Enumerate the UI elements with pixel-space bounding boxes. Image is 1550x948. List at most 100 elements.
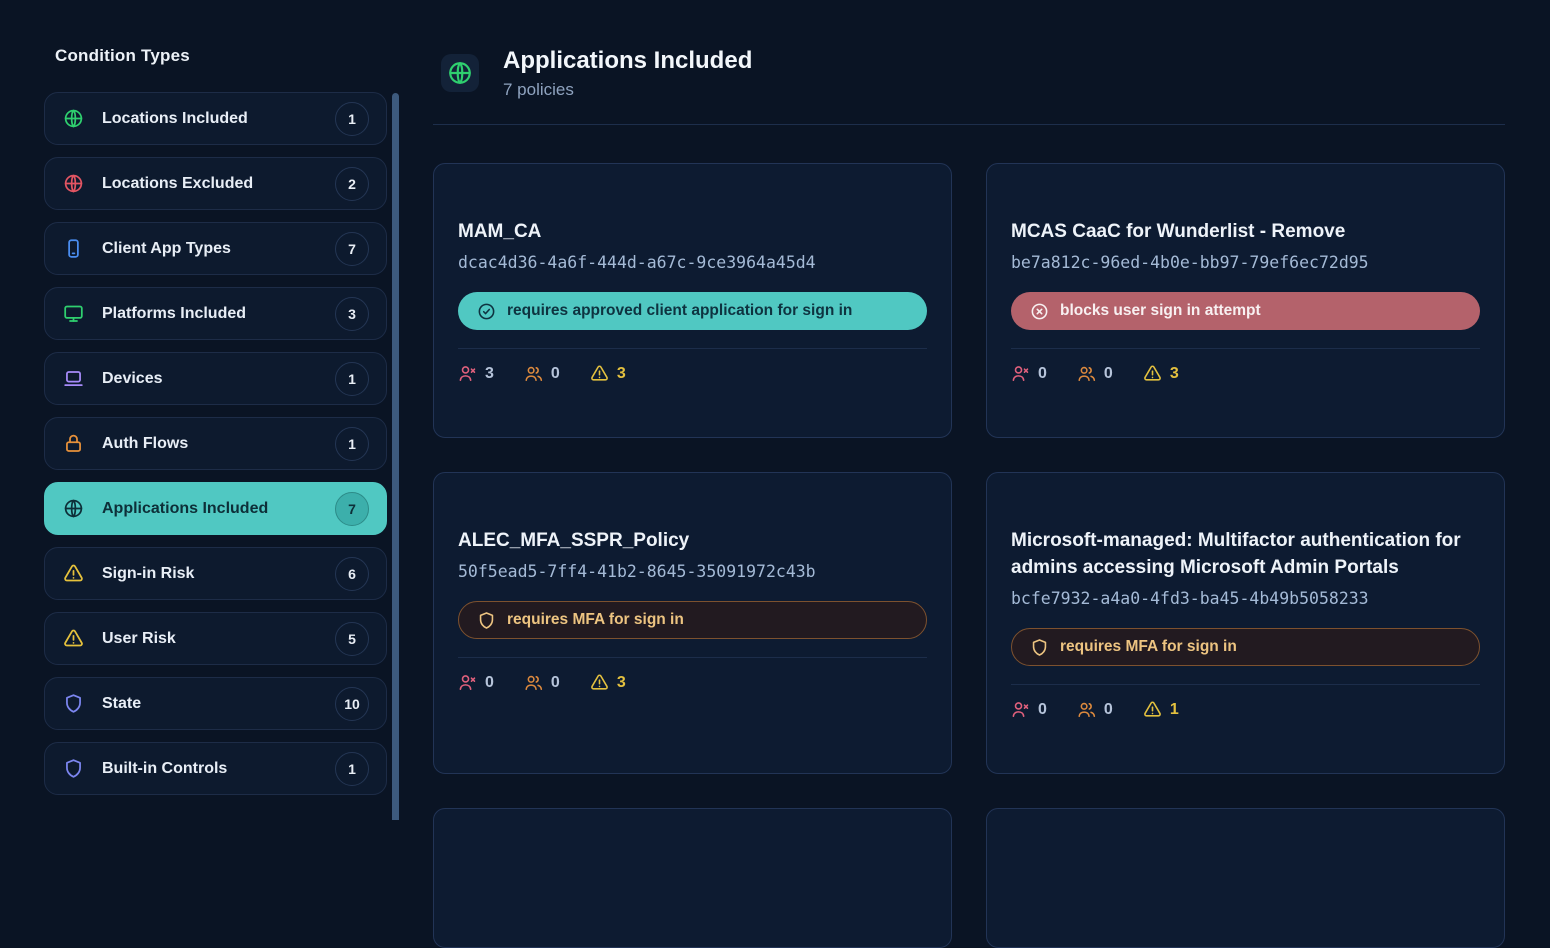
policy-status-badge: requires MFA for sign in <box>1011 628 1480 666</box>
policy-card-partial[interactable] <box>986 808 1505 948</box>
shield-icon <box>63 758 84 779</box>
sidebar-item[interactable]: Applications Included 7 <box>44 482 387 535</box>
policy-status-badge: requires MFA for sign in <box>458 601 927 639</box>
shield-icon <box>1030 638 1049 657</box>
warning-icon <box>63 563 84 584</box>
monitor-icon <box>63 303 84 324</box>
lock-icon <box>63 433 84 454</box>
sidebar-item[interactable]: Client App Types 7 <box>44 222 387 275</box>
failed-users-stat: 0 <box>1011 700 1047 719</box>
sidebar-item[interactable]: Platforms Included 3 <box>44 287 387 340</box>
sidebar-item-label: Platforms Included <box>102 305 335 323</box>
check-circle-icon <box>477 302 496 321</box>
policy-uuid: be7a812c-96ed-4b0e-bb97-79ef6ec72d95 <box>1011 253 1480 272</box>
policy-title: Microsoft-managed: Multifactor authentic… <box>1011 527 1480 581</box>
policy-card[interactable]: MCAS CaaC for Wunderlist - Remove be7a81… <box>986 163 1505 438</box>
header-icon-box <box>441 54 479 92</box>
card-divider <box>458 657 927 658</box>
page-title: Applications Included <box>503 46 752 76</box>
shield-icon <box>63 693 84 714</box>
sidebar-list: Locations Included 1 Locations Excluded … <box>44 92 387 795</box>
users-stat: 0 <box>1077 364 1113 383</box>
sidebar-item-label: Devices <box>102 370 335 388</box>
count-badge: 1 <box>335 427 369 461</box>
policy-status-badge: blocks user sign in attempt <box>1011 292 1480 330</box>
sidebar-item-label: Sign-in Risk <box>102 565 335 583</box>
policy-uuid: dcac4d36-4a6f-444d-a67c-9ce3964a45d4 <box>458 253 927 272</box>
policy-title: MAM_CA <box>458 218 927 245</box>
warning-icon <box>1143 700 1162 719</box>
policy-card[interactable]: ALEC_MFA_SSPR_Policy 50f5ead5-7ff4-41b2-… <box>433 472 952 774</box>
sidebar-item[interactable]: Auth Flows 1 <box>44 417 387 470</box>
count-badge: 2 <box>335 167 369 201</box>
policy-uuid: bcfe7932-a4a0-4fd3-ba45-4b49b5058233 <box>1011 589 1480 608</box>
count-badge: 10 <box>335 687 369 721</box>
policy-status-label: requires MFA for sign in <box>507 611 684 629</box>
sidebar-item-label: Locations Included <box>102 110 335 128</box>
card-divider <box>458 348 927 349</box>
policy-title: MCAS CaaC for Wunderlist - Remove <box>1011 218 1480 245</box>
sidebar-item-label: Applications Included <box>102 500 335 518</box>
sidebar-item-label: User Risk <box>102 630 335 648</box>
sidebar-scrollbar[interactable] <box>392 93 399 820</box>
policy-count-subtitle: 7 policies <box>503 80 752 100</box>
policy-stats: 0 0 3 <box>458 673 927 692</box>
users-icon <box>1077 364 1096 383</box>
sidebar-item-label: Locations Excluded <box>102 175 335 193</box>
count-badge: 1 <box>335 362 369 396</box>
sidebar-item[interactable]: Sign-in Risk 6 <box>44 547 387 600</box>
smartphone-icon <box>63 238 84 259</box>
sidebar-item[interactable]: Built-in Controls 1 <box>44 742 387 795</box>
policy-card[interactable]: Microsoft-managed: Multifactor authentic… <box>986 472 1505 774</box>
globe-icon <box>63 498 84 519</box>
count-badge: 7 <box>335 232 369 266</box>
policy-stats: 0 0 3 <box>1011 364 1480 383</box>
user-x-icon <box>458 673 477 692</box>
count-badge: 3 <box>335 297 369 331</box>
policy-stats: 3 0 3 <box>458 364 927 383</box>
count-badge: 5 <box>335 622 369 656</box>
warning-icon <box>63 628 84 649</box>
sidebar-item-label: Built-in Controls <box>102 760 335 778</box>
policy-status-label: requires approved client application for… <box>507 302 852 320</box>
card-divider <box>1011 348 1480 349</box>
warning-icon <box>590 673 609 692</box>
count-badge: 1 <box>335 752 369 786</box>
globe-icon <box>63 173 84 194</box>
sidebar-item-label: State <box>102 695 335 713</box>
sidebar-heading: Condition Types <box>55 46 420 66</box>
user-x-icon <box>458 364 477 383</box>
warning-icon <box>590 364 609 383</box>
sidebar-item[interactable]: User Risk 5 <box>44 612 387 665</box>
sidebar-item[interactable]: Locations Included 1 <box>44 92 387 145</box>
sidebar-item[interactable]: Devices 1 <box>44 352 387 405</box>
sidebar-item-label: Auth Flows <box>102 435 335 453</box>
users-icon <box>524 364 543 383</box>
count-badge: 6 <box>335 557 369 591</box>
globe-icon <box>447 60 473 86</box>
policy-cards-grid: MAM_CA dcac4d36-4a6f-444d-a67c-9ce3964a4… <box>433 163 1505 774</box>
failed-users-stat: 0 <box>1011 364 1047 383</box>
shield-icon <box>477 611 496 630</box>
policy-card[interactable]: MAM_CA dcac4d36-4a6f-444d-a67c-9ce3964a4… <box>433 163 952 438</box>
warning-icon <box>1143 364 1162 383</box>
user-x-icon <box>1011 700 1030 719</box>
count-badge: 1 <box>335 102 369 136</box>
failed-users-stat: 3 <box>458 364 494 383</box>
users-stat: 0 <box>524 673 560 692</box>
policy-card-partial[interactable] <box>433 808 952 948</box>
policy-stats: 0 0 1 <box>1011 700 1480 719</box>
sidebar-item[interactable]: Locations Excluded 2 <box>44 157 387 210</box>
failed-users-stat: 0 <box>458 673 494 692</box>
count-badge: 7 <box>335 492 369 526</box>
policy-status-label: requires MFA for sign in <box>1060 638 1237 656</box>
main-header: Applications Included 7 policies <box>433 46 1505 100</box>
warnings-stat: 3 <box>1143 364 1179 383</box>
warnings-stat: 1 <box>1143 700 1179 719</box>
policy-uuid: 50f5ead5-7ff4-41b2-8645-35091972c43b <box>458 562 927 581</box>
policy-cards-next-row <box>433 808 1505 948</box>
sidebar-item[interactable]: State 10 <box>44 677 387 730</box>
laptop-icon <box>63 368 84 389</box>
users-icon <box>524 673 543 692</box>
policy-status-badge: requires approved client application for… <box>458 292 927 330</box>
